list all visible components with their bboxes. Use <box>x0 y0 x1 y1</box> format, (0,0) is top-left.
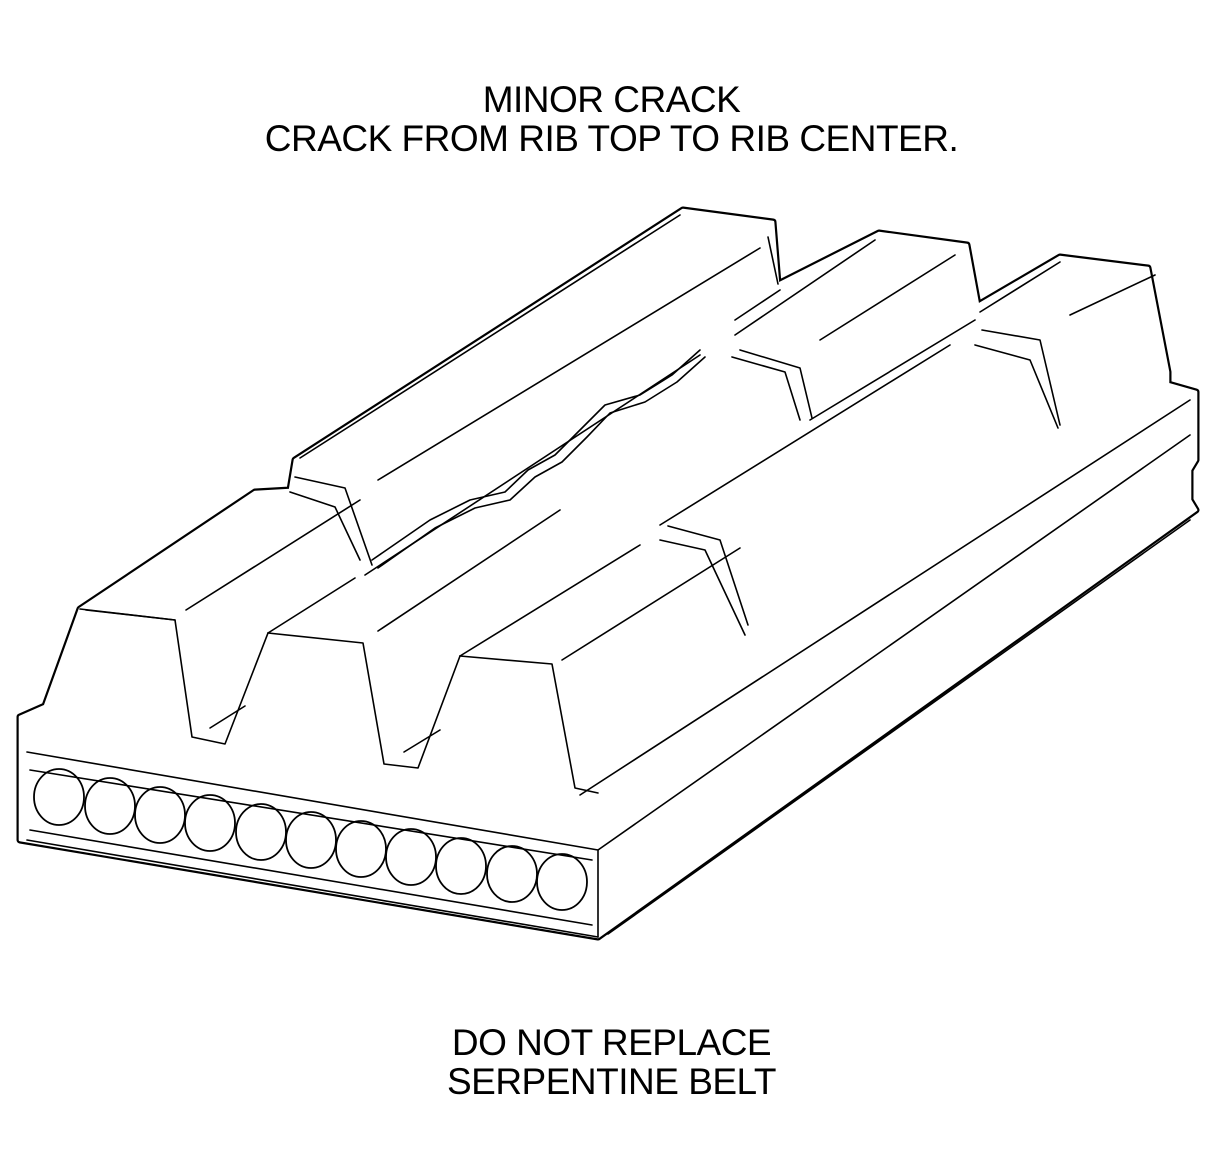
cord-circle <box>33 768 85 826</box>
instruction-line-2: SERPENTINE BELT <box>446 1061 777 1102</box>
cord-circle <box>435 837 487 895</box>
belt-silhouette <box>16 206 1200 941</box>
cord-circle <box>285 811 337 869</box>
footer-caption: DO NOT REPLACE SERPENTINE BELT <box>0 1023 1223 1101</box>
cord-circle <box>486 845 538 903</box>
header-caption: MINOR CRACK CRACK FROM RIB TOP TO RIB CE… <box>0 80 1223 158</box>
crack-description: CRACK FROM RIB TOP TO RIB CENTER. <box>264 118 959 159</box>
cord-circle <box>184 794 236 852</box>
crack-title: MINOR CRACK <box>482 79 741 120</box>
cord-circle <box>536 853 588 911</box>
cord-circle <box>235 803 287 861</box>
instruction-line-1: DO NOT REPLACE <box>451 1022 772 1063</box>
belt-cords <box>29 768 593 926</box>
cord-circle <box>84 777 136 835</box>
cord-circle <box>385 828 437 886</box>
cord-circle <box>335 820 387 878</box>
belt-edges <box>26 214 1191 938</box>
cord-circle <box>134 786 186 844</box>
